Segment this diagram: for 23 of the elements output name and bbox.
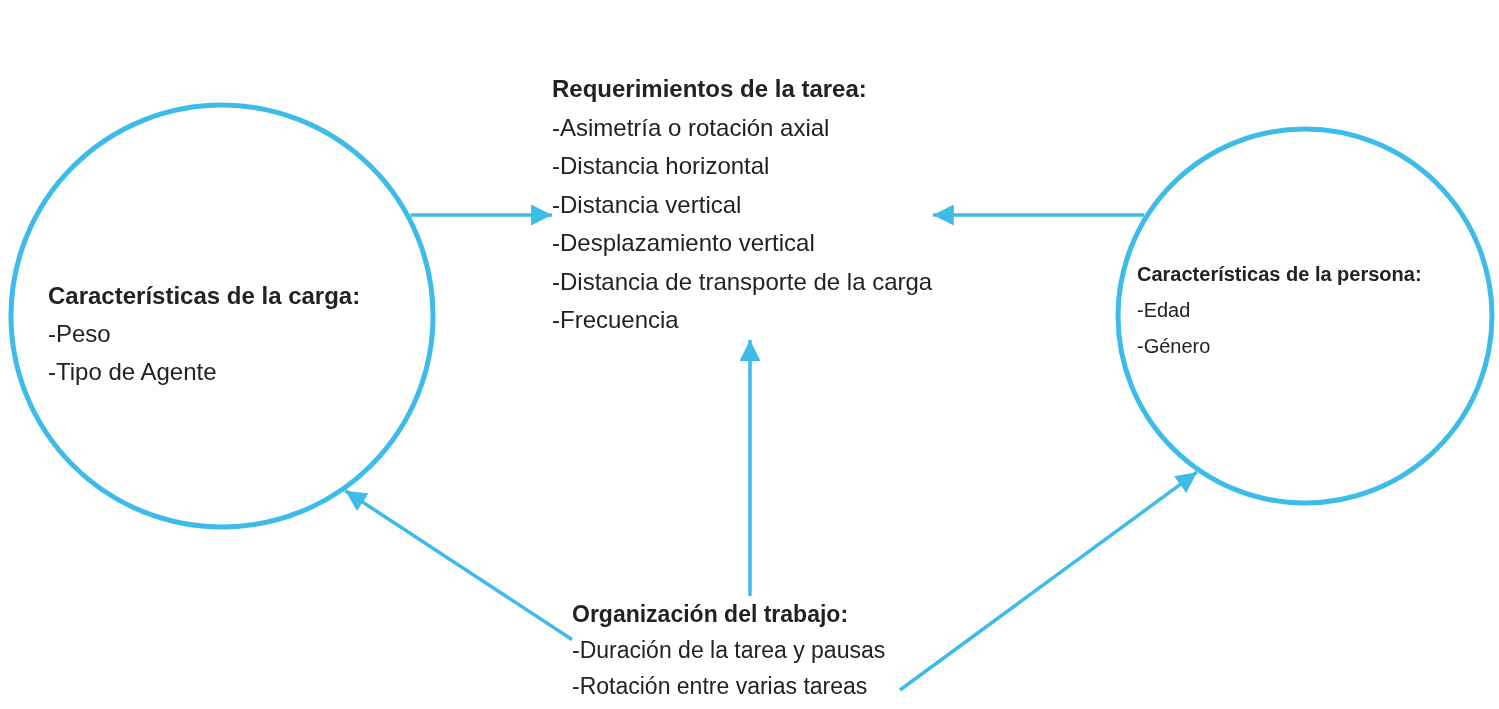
list-item: -Asimetría o rotación axial bbox=[552, 112, 831, 143]
circle-node bbox=[8, 102, 436, 530]
arrow bbox=[410, 204, 553, 226]
list-item: -Desplazamiento vertical bbox=[552, 228, 816, 258]
list-item: -Duración de la tarea y pausas bbox=[572, 636, 886, 665]
list-item: -Distancia de transporte de la carga bbox=[552, 266, 933, 297]
heading: Características de la persona: bbox=[1137, 262, 1422, 287]
list-item: -Peso bbox=[48, 319, 112, 349]
arrow bbox=[932, 204, 1145, 226]
list-item: -Distancia horizontal bbox=[552, 151, 771, 181]
list-item: -Tipo de Agente bbox=[48, 357, 218, 387]
list-item: -Género bbox=[1137, 334, 1212, 359]
heading: Requerimientos de la tarea: bbox=[552, 74, 868, 104]
list-item: -Rotación entre varias tareas bbox=[572, 672, 869, 701]
arrow bbox=[739, 339, 761, 596]
list-item: -Frecuencia bbox=[552, 305, 680, 335]
arrow bbox=[344, 489, 573, 641]
heading: Organización del trabajo: bbox=[572, 600, 850, 629]
heading: Características de la carga: bbox=[48, 281, 361, 311]
list-item: -Distancia vertical bbox=[552, 189, 743, 220]
list-item: -Edad bbox=[1137, 298, 1192, 323]
circle-node bbox=[1115, 126, 1495, 506]
arrow bbox=[898, 470, 1199, 692]
